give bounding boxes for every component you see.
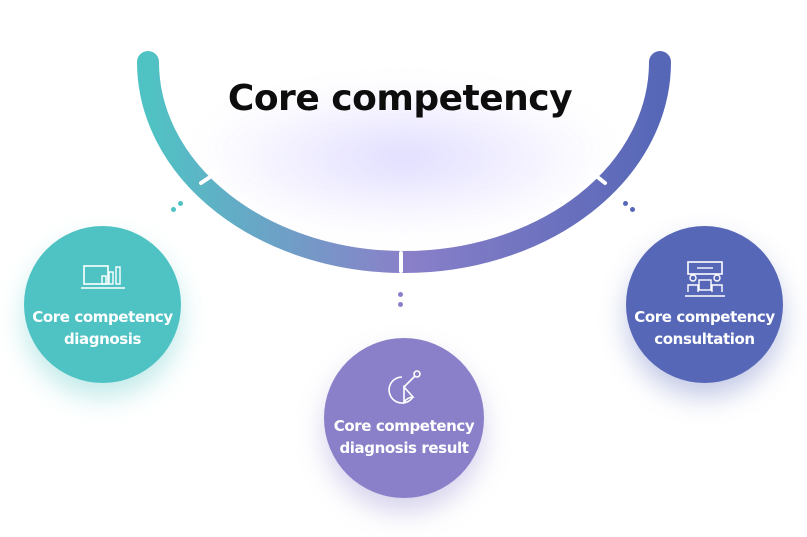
arc-marker-left — [199, 171, 218, 185]
node-core-competency-diagnosis: Core competency diagnosis — [24, 226, 181, 383]
node-core-competency-consultation: Core competency consultation — [626, 226, 783, 383]
arc-glow — [160, 70, 648, 245]
connector-dot — [398, 292, 403, 297]
pie-chart-icon — [388, 370, 421, 405]
connector-dot — [623, 201, 628, 206]
meeting-table-icon — [684, 260, 725, 297]
node-core-competency-diagnosis-result: Core competency diagnosis result — [324, 338, 484, 498]
arc-track — [137, 51, 671, 273]
laptop-bar-chart-icon — [80, 264, 125, 289]
diagram-title: Core competency — [227, 78, 573, 119]
connector-dot — [171, 207, 176, 212]
connector-dot — [178, 201, 183, 206]
node-label-line2: diagnosis — [63, 329, 142, 348]
node-label-line2: consultation — [654, 329, 755, 348]
node-label-line2: diagnosis result — [339, 439, 469, 457]
connector-dot — [630, 207, 635, 212]
node-label-line1: Core competency — [32, 307, 173, 326]
node-label-line1: Core competency — [634, 307, 775, 326]
node-label-line1: Core competency — [333, 417, 475, 435]
arc-marker-right — [588, 169, 607, 185]
connector-dot — [398, 302, 403, 307]
